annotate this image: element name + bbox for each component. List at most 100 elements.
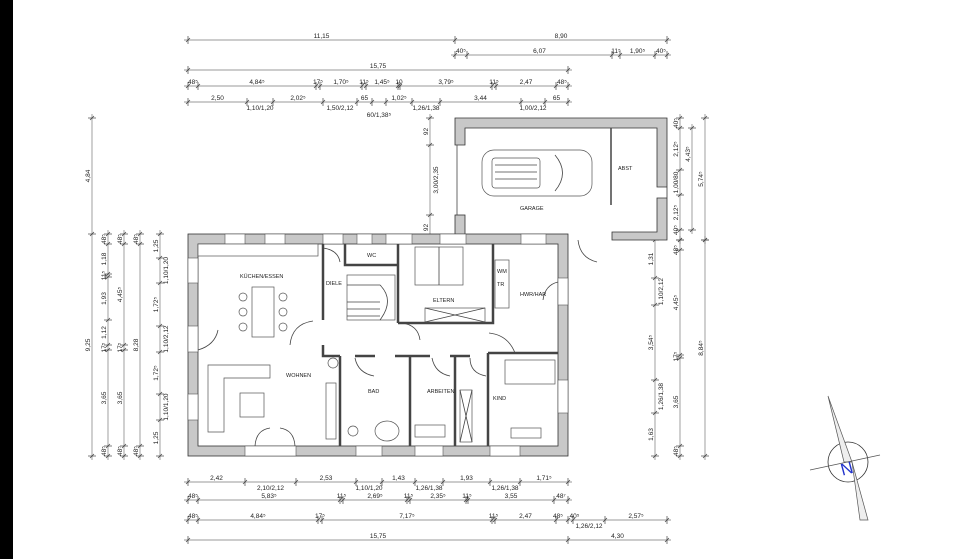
room-label-parents: ELTERN	[433, 298, 454, 304]
dimension-label: 2,12⁵	[673, 141, 680, 157]
door[interactable]	[488, 332, 516, 354]
staircase	[346, 274, 396, 321]
stove-icon	[327, 357, 339, 369]
window	[439, 233, 467, 245]
dimension-label: 2,02⁵	[290, 95, 306, 102]
dimension-label: 48⁵	[117, 446, 124, 456]
dimension-label: 48⁵	[101, 234, 108, 244]
window	[355, 445, 383, 457]
door[interactable]	[354, 357, 375, 377]
room-label-kitchen: KÜCHEN/ESSEN	[240, 273, 283, 280]
dimension-label: 3,54⁵	[648, 335, 655, 351]
dimension-label: 48⁵	[133, 234, 140, 244]
door[interactable]	[322, 247, 341, 263]
doors	[197, 247, 559, 447]
dimension-label: 2,12⁵	[673, 205, 680, 221]
door[interactable]	[289, 320, 314, 346]
dimension-label: 11⁵	[101, 270, 108, 280]
room-label-utility: HWR/HAR	[520, 292, 546, 298]
room-label-living: WOHNEN	[286, 373, 311, 379]
dimension-label: 3,65	[101, 391, 108, 404]
window	[414, 445, 444, 457]
room-label-garage: GARAGE	[520, 206, 544, 212]
dimension-label: 17⁵	[313, 79, 323, 86]
door[interactable]	[469, 357, 487, 377]
dining-table	[251, 286, 275, 338]
dimension-label: 9,25	[85, 338, 92, 351]
dimension-label: 17⁵	[673, 351, 680, 361]
room-label-wm: WM	[497, 269, 507, 275]
dimension-label: 1,72⁵	[153, 365, 160, 381]
dimension-label: 48⁵	[117, 234, 124, 244]
north-label: N	[838, 458, 855, 480]
dimension-label: 5,74⁵	[698, 171, 705, 187]
room-label-hall: DIELE	[326, 281, 342, 287]
dimension-label: 4,30	[611, 533, 624, 540]
dimension-label: 1,10/1,20	[163, 257, 170, 284]
door[interactable]	[401, 322, 421, 341]
dimension-label: 2,42	[210, 475, 223, 482]
dimension-label: 15,75	[370, 533, 387, 540]
dimension-label: 2,57⁵	[628, 513, 644, 520]
dimension-label: 1,93	[101, 292, 108, 305]
dimension-label: 11⁵	[337, 493, 347, 500]
dimension-label: 1,25	[153, 431, 160, 444]
window	[356, 233, 373, 245]
dimension-label: 17⁵	[101, 342, 108, 352]
dimension-label: 3,44	[474, 95, 487, 102]
door[interactable]	[431, 357, 451, 377]
dimension-label: 11,15	[314, 33, 330, 40]
dimension-label: 3,65	[673, 395, 680, 408]
room-labels: KÜCHEN/ESSEN DIELE WC ELTERN WM TR HWR/H…	[240, 253, 546, 402]
dimension-label: 3,65	[117, 391, 124, 404]
sofa	[207, 364, 271, 433]
garage: GARAGE ABST	[454, 117, 668, 263]
dimension-label: 1,63	[648, 428, 655, 441]
dimension-label: 8,28	[133, 338, 140, 351]
dimension-label: 1,43	[392, 475, 405, 482]
garage-side-door[interactable]	[577, 239, 598, 263]
north-arrow-icon: N	[809, 395, 881, 521]
dimension-label: 1,10/1,20	[355, 485, 382, 492]
dimension-label: 3,55	[505, 493, 518, 500]
dimension-label: 11⁵	[611, 48, 621, 55]
dimension-label: 48⁵	[133, 446, 140, 456]
side-entrance[interactable]	[187, 325, 199, 353]
dimension-label: 1,26/2,12	[575, 523, 602, 530]
dimension-label: 8,84⁵	[698, 340, 705, 356]
left-black-border	[0, 0, 13, 559]
washer-dryer	[494, 259, 510, 309]
kitchen-counter	[197, 243, 319, 257]
tv-cabinet	[325, 382, 337, 440]
dimension-label: 40⁵	[673, 118, 680, 128]
window	[557, 379, 569, 414]
dimension-label: 48⁵	[188, 513, 198, 520]
door[interactable]	[542, 281, 559, 301]
dimension-label: 8,90	[555, 33, 568, 40]
dimension-label: 48⁵	[673, 446, 680, 456]
window	[557, 277, 569, 306]
window	[489, 445, 521, 457]
dimension-label: 17⁵	[315, 513, 325, 520]
window	[322, 233, 344, 245]
door[interactable]	[197, 329, 219, 351]
dimension-label: 4,84⁵	[249, 79, 265, 86]
dimension-label: 4,45⁵	[673, 295, 680, 311]
toilet-icon	[347, 425, 359, 437]
dimension-label: 2,10/2,12	[257, 485, 284, 492]
dimension-label: 11⁵	[489, 513, 499, 520]
dimension-label: 48⁵	[101, 446, 108, 456]
dimension-label: 1,00/80	[673, 171, 680, 193]
dimension-label: 60/1,38⁵	[367, 112, 392, 119]
dimension-label: 1,70⁵	[333, 79, 349, 86]
dimension-label: 48⁵	[188, 79, 198, 86]
dimension-label: 4,45⁵	[117, 287, 124, 303]
dimension-label: 40⁵	[456, 48, 466, 55]
dimension-label: 48⁵	[557, 79, 567, 86]
child-bed	[504, 359, 556, 385]
terrace-door[interactable]	[244, 445, 297, 457]
terrace-door-swing[interactable]	[254, 427, 296, 447]
dimension-label: 2,69⁵	[367, 493, 383, 500]
dimension-label: 92	[423, 128, 430, 136]
